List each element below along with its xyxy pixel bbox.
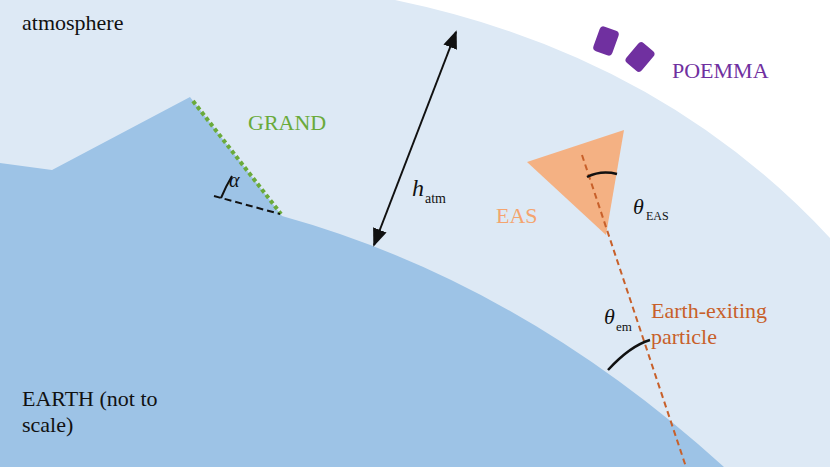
shower-label: EAS	[496, 203, 538, 229]
angle-symbol: θ	[633, 194, 644, 220]
subscript: atm	[425, 191, 446, 208]
detector-label: GRAND	[248, 110, 326, 136]
particle-label: Earth-exiting particle	[651, 298, 823, 351]
theta-em-arc	[608, 340, 650, 370]
horizontal-reference	[214, 196, 280, 214]
earth-label: EARTH (not to scale)	[22, 386, 172, 439]
theta-eas-arc	[587, 173, 617, 177]
space-region	[395, 0, 830, 238]
subscript: em	[616, 319, 632, 335]
height-arrow	[374, 32, 456, 245]
detector-label: POEMMA	[672, 58, 769, 84]
poemma-icon	[592, 25, 656, 73]
region-label: atmosphere	[22, 10, 123, 36]
earth-region	[0, 97, 724, 467]
height-symbol: h	[412, 174, 424, 203]
subscript: EAS	[646, 209, 669, 223]
eas-cone	[527, 130, 624, 235]
telescope	[624, 41, 656, 74]
angle-symbol: α	[229, 168, 240, 192]
telescope	[592, 25, 620, 56]
angle-symbol: θ	[604, 304, 615, 330]
